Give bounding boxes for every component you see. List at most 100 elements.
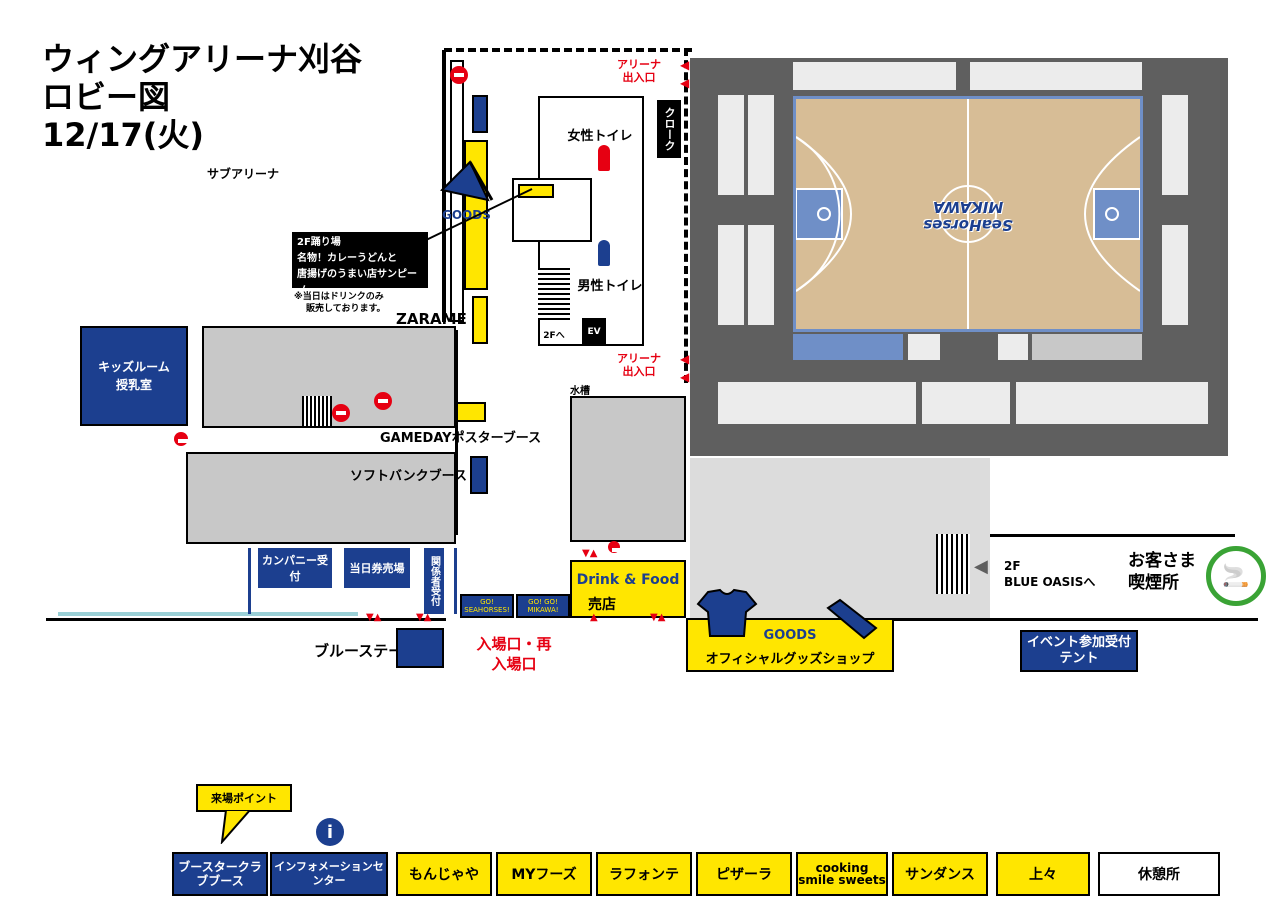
legend-pizzala: ピザーラ — [696, 852, 792, 896]
sanpino-stall — [518, 184, 554, 198]
event-tent: イベント参加受付テント — [1020, 630, 1138, 672]
seat-block — [1162, 95, 1188, 195]
stairs-blue-oasis — [936, 534, 970, 594]
gameday-label: GAMEDAYポスターブース — [380, 431, 542, 446]
seat-block — [793, 62, 956, 90]
callout-line-3: 唐揚げのうまい店サンピーノ — [297, 269, 417, 296]
upper-dashed-wall — [444, 48, 692, 52]
softbank-block — [186, 452, 456, 544]
navy-booth-top — [472, 95, 488, 133]
goods-flag-icon — [826, 598, 878, 640]
women-toilet-icon — [598, 145, 610, 171]
seat-block — [718, 225, 744, 325]
blue-oasis-dest: BLUE OASISへ — [1004, 575, 1096, 589]
stairs-small — [302, 396, 332, 426]
arena-entrance-top: アリーナ出入口 — [617, 58, 661, 84]
no-entry-icon — [374, 392, 392, 410]
seat-block — [922, 382, 1010, 424]
water-tank-label: 水槽 — [570, 386, 590, 397]
wall-left-upper — [442, 50, 446, 322]
banner-go-seahorses: GO! SEAHORSES! — [460, 594, 514, 618]
callout-note-2: 販売しております。 — [306, 304, 386, 314]
seat-block — [998, 334, 1028, 360]
legend-info-center: インフォメーションセンター — [270, 852, 388, 896]
stairs-2f-label: 2Fへ — [543, 330, 565, 341]
wall-bottom-left — [46, 618, 446, 621]
seat-block — [970, 62, 1142, 90]
entrance-label: 入場口・再入場口 — [476, 635, 552, 673]
seat-block — [718, 382, 916, 424]
blue-oasis-2f: 2F — [1004, 559, 1021, 573]
callout-line-1: 2F踊り場 — [297, 237, 341, 248]
cloak-label: クローク — [657, 100, 681, 158]
smoking-area-label: お客さま喫煙所 — [1128, 551, 1196, 593]
callout-note-1: ※当日はドリンクのみ — [294, 292, 384, 302]
drink-food-label: Drink & Food — [576, 572, 680, 588]
visit-point-badge: 来場ポイント — [196, 784, 292, 812]
bench-right — [1032, 334, 1142, 360]
smoking-icon: 🚬 — [1206, 546, 1266, 606]
tshirt-icon — [696, 588, 758, 637]
shop-label: 売店 — [588, 597, 616, 613]
stairs — [538, 268, 570, 320]
glass-wall — [58, 612, 358, 616]
staff-reception: 関係者受付 — [424, 548, 444, 614]
sub-arena-label: サブアリーナ — [207, 167, 280, 181]
title-line-3: 12/17(火) — [42, 116, 205, 154]
court-logo: SeaHorses MIKAWA — [923, 198, 1013, 234]
title-line-2: ロビー図 — [42, 78, 171, 116]
entry-arrows-icon: ▼▲ — [582, 548, 598, 559]
map-title: ウィングアリーナ刈谷 ロビー図 12/17(火) — [42, 40, 362, 154]
blue-stage — [396, 628, 444, 668]
water-tank-block — [570, 396, 686, 542]
arrow-icon: ◀ — [680, 352, 690, 366]
drink-food-shop — [570, 560, 686, 618]
legend-my-foods: MYフーズ — [496, 852, 592, 896]
legend-lafonte: ラフォンテ — [596, 852, 692, 896]
seat-block — [748, 225, 774, 325]
info-icon: i — [316, 818, 344, 846]
legend-rest-area: 休憩所 — [1098, 852, 1220, 896]
legend-sundance: サンダンス — [892, 852, 988, 896]
arena-entrance-mid: アリーナ出入口 — [617, 352, 661, 378]
goods-flag-icon — [440, 160, 494, 202]
gameday-stall — [456, 402, 486, 422]
kids-room: キッズルーム授乳室 — [80, 326, 188, 426]
seat-block — [718, 95, 744, 195]
title-line-1: ウィングアリーナ刈谷 — [42, 40, 363, 78]
kids-room-label: キッズルーム授乳室 — [98, 360, 170, 392]
goods-side-label: GOODS — [442, 208, 491, 222]
legend-monjaya: もんじゃや — [396, 852, 492, 896]
official-goods-label: GOODS — [763, 628, 817, 643]
entry-arrows-icon: ▼▲ — [650, 612, 666, 623]
counter-divider — [248, 548, 251, 614]
company-reception: カンパニー受付 — [258, 548, 332, 588]
blue-stage-label: ブルーステージ — [314, 642, 418, 660]
sanpino-callout: 2F踊り場 名物！カレーうどんと 唐揚げのうまい店サンピーノ — [292, 232, 428, 296]
visit-point-pointer — [220, 810, 252, 844]
arrow-left-icon: ◀ — [974, 556, 988, 577]
softbank-label: ソフトバンクブース — [350, 469, 468, 484]
softbank-booth — [470, 456, 488, 494]
no-entry-icon — [332, 404, 350, 422]
legend-cooking-smile: cooking smile sweets — [796, 852, 888, 896]
men-toilet-label: 男性トイレ — [577, 279, 643, 294]
counter-divider — [454, 548, 457, 614]
arrow-icon: ◀ — [680, 58, 690, 72]
right-dashed-wall — [684, 48, 688, 383]
no-entry-icon — [608, 541, 622, 553]
bench-left — [793, 334, 903, 360]
zarame-stall — [472, 296, 488, 344]
men-toilet-icon — [598, 240, 610, 266]
banner-go-mikawa: GO! GO! MIKAWA! — [516, 594, 570, 618]
arrow-icon: ◀ — [680, 370, 690, 384]
ev-label: EV — [582, 318, 606, 346]
seat-block — [908, 334, 940, 360]
wall-right-upper — [990, 534, 1235, 537]
seat-block — [748, 95, 774, 195]
seat-block — [1016, 382, 1208, 424]
legend-booster-club: ブースタークラブブース — [172, 852, 268, 896]
callout-note: ※当日はドリンクのみ 販売しております。 — [294, 291, 386, 315]
callout-line-2: 名物！カレーうどんと — [297, 253, 397, 264]
arrow-icon: ◀ — [680, 76, 690, 90]
